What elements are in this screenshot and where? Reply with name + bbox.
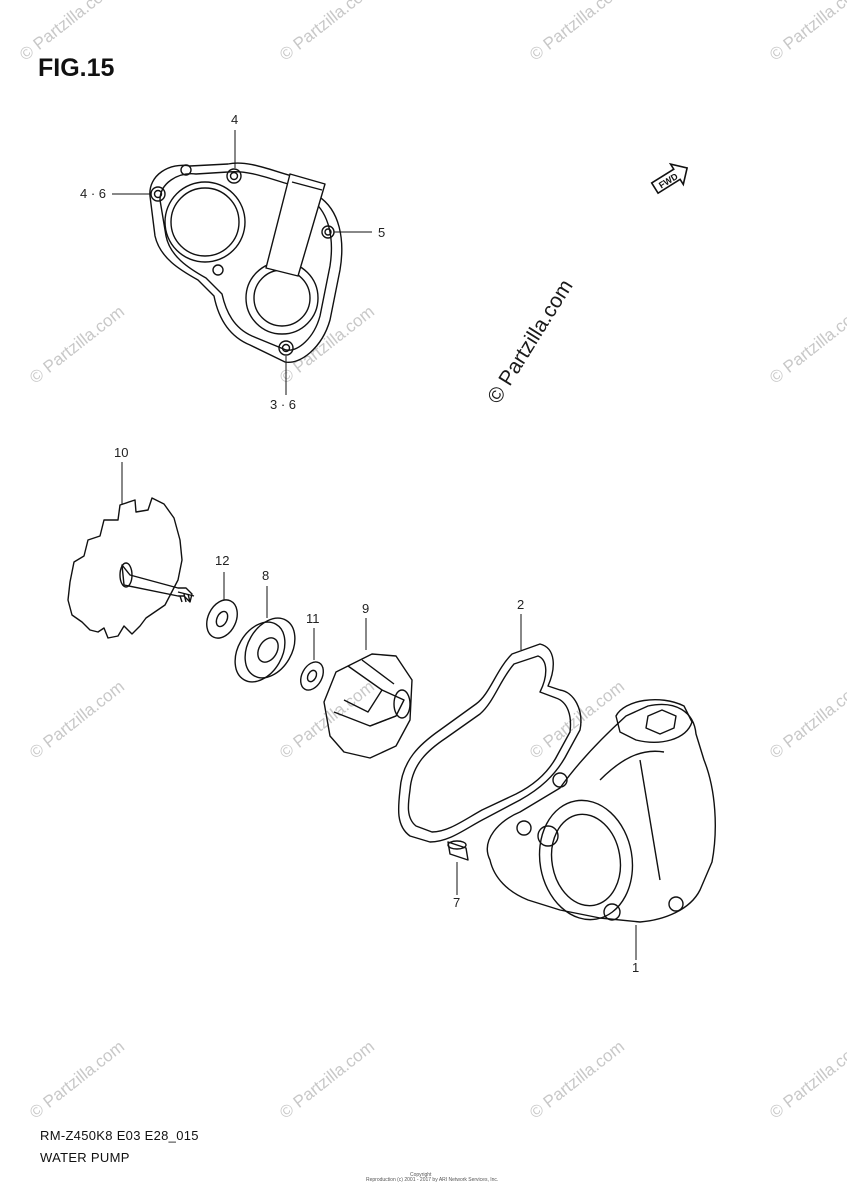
callout-3-6: 3 · 6 (270, 397, 297, 412)
diagram-name: WATER PUMP (40, 1150, 130, 1165)
leader-lines (112, 130, 637, 960)
fwd-arrow-icon: FWD (650, 162, 689, 195)
small-washer-part (300, 661, 324, 691)
callout-8: 8 (262, 568, 270, 583)
callout-10: 10 (114, 445, 129, 460)
dowel-pin-part (447, 840, 469, 861)
model-code: RM-Z450K8 E03 E28_015 (40, 1128, 199, 1143)
gasket-part (397, 643, 582, 843)
pump-cover-part (149, 162, 343, 363)
callout-1: 1 (632, 960, 640, 975)
figure-title: FIG.15 (38, 54, 115, 82)
copyright-notice: Reproduction (c) 2001 - 2017 by ARI Netw… (366, 1177, 499, 1183)
callout-7: 7 (453, 895, 461, 910)
callout-12: 12 (215, 553, 230, 568)
callout-4: 4 (231, 112, 239, 127)
mechanical-seal-part (234, 617, 296, 683)
pump-case-part (486, 699, 716, 923)
callout-9: 9 (362, 601, 370, 616)
callout-4-6: 4 · 6 (80, 186, 107, 201)
callout-5: 5 (378, 225, 386, 240)
impeller-shaft-gear-part (67, 497, 195, 639)
washer-part (206, 599, 238, 639)
callout-2: 2 (517, 597, 525, 612)
copyright-line: Copyright (410, 1172, 432, 1178)
callout-11: 11 (306, 611, 320, 626)
impeller-part (323, 653, 413, 759)
